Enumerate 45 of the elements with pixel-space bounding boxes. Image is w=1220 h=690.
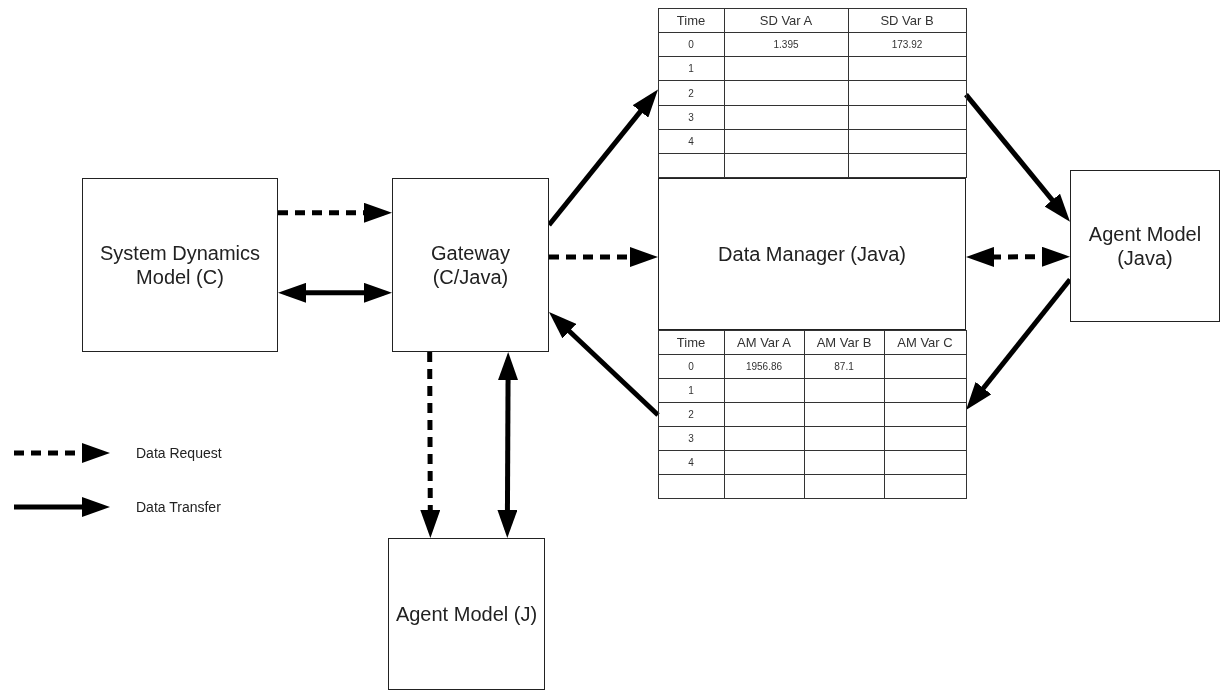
column-header: Time [658,330,724,354]
arrow [549,312,660,417]
table-cell: 3 [658,426,724,450]
arrow [966,277,1072,410]
table-cell: 1.395 [724,32,848,57]
column-header: AM Var C [884,330,966,354]
arrow [549,247,658,268]
legend-label: Data Transfer [136,499,221,515]
table-cell: 2 [658,80,724,106]
table-cell: 1 [658,378,724,402]
table-cell: 4 [658,450,724,474]
data-table [658,8,966,178]
process-box [82,178,278,352]
arrow [420,352,441,538]
table-cell: 1 [658,56,724,81]
table-cell: 1956.86 [724,354,804,378]
legend-label: Data Request [136,445,222,461]
column-header: Time [658,8,724,33]
column-header: AM Var A [724,330,804,354]
double-arrow [497,352,519,538]
process-box [392,178,549,352]
process-box [658,178,966,330]
table-cell: 173.92 [848,32,966,57]
table-cell: 4 [658,129,724,154]
node-label: Data Manager (Java) [718,242,906,266]
arrow [547,89,658,227]
column-header: SD Var A [724,8,848,33]
double-arrow [278,282,392,303]
data-table [658,330,966,498]
table-cell: 87.1 [804,354,884,378]
column-header: SD Var B [848,8,966,33]
column-header: AM Var B [804,330,884,354]
double-arrow [966,246,1070,267]
table-cell: 0 [658,32,724,57]
table-cell: 3 [658,105,724,130]
node-label: System Dynamics Model (C) [99,241,261,289]
process-box [1070,170,1220,322]
node-label: Gateway (C/Java) [430,241,511,289]
table-cell: 0 [658,354,724,378]
table-cell: 2 [658,402,724,426]
arrow [278,202,392,223]
process-box [388,538,545,690]
node-label: Agent Model (J) [395,602,538,626]
arrow [964,93,1070,222]
node-label: Agent Model (Java) [1087,222,1203,270]
